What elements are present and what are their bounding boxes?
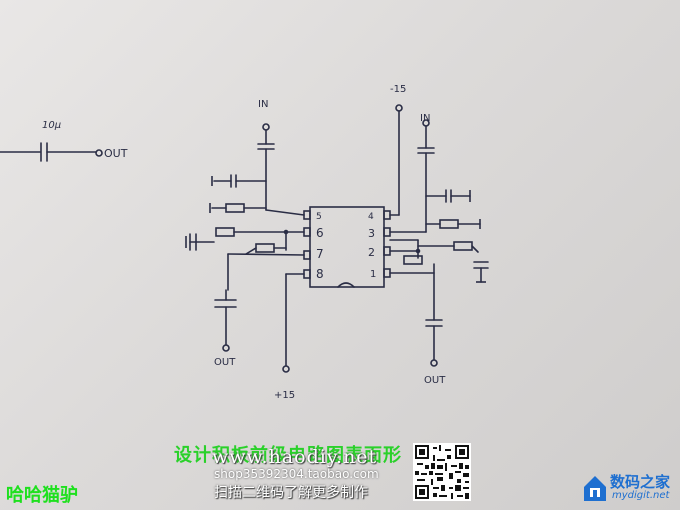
pin5-label: 5 bbox=[316, 212, 322, 222]
watermark-shop: shop35392304.taobao.com bbox=[214, 467, 379, 481]
ground-symbols bbox=[185, 176, 486, 283]
logo-name-en: mydigit.net bbox=[612, 490, 670, 501]
house-logo-icon bbox=[584, 476, 606, 501]
pin1-label: 1 bbox=[370, 269, 376, 280]
qr-code bbox=[413, 443, 471, 501]
watermark-url: www.haodiy.net bbox=[212, 446, 378, 468]
in-label-left: IN bbox=[258, 99, 268, 110]
pin7-label: 7 bbox=[316, 247, 324, 261]
neg15-label: -15 bbox=[390, 84, 406, 95]
pin8-label: 8 bbox=[316, 267, 324, 281]
author-label: 哈哈猫驴 bbox=[6, 485, 78, 506]
pin6-label: 6 bbox=[316, 226, 324, 240]
pin3-label: 3 bbox=[368, 227, 375, 240]
in-label-right: IN bbox=[420, 113, 430, 124]
cap-value-label: 10μ bbox=[42, 120, 61, 131]
pos15-label: +15 bbox=[274, 390, 295, 401]
watermark-title: 设计积板前级电路图表面形 bbox=[174, 445, 402, 466]
pin2-label: 2 bbox=[368, 246, 375, 259]
mydigit-logo[interactable]: 数码之家 mydigit.net bbox=[582, 470, 680, 506]
out-label-top-left: OUT bbox=[104, 147, 128, 160]
pin4-label: 4 bbox=[368, 212, 374, 222]
out-label-bottom-right: OUT bbox=[424, 375, 446, 386]
logo-name-cn: 数码之家 bbox=[610, 473, 671, 491]
out-label-bottom-left: OUT bbox=[214, 357, 236, 368]
watermark-scan-text: 扫描二维码了解更多制作 bbox=[214, 485, 368, 501]
